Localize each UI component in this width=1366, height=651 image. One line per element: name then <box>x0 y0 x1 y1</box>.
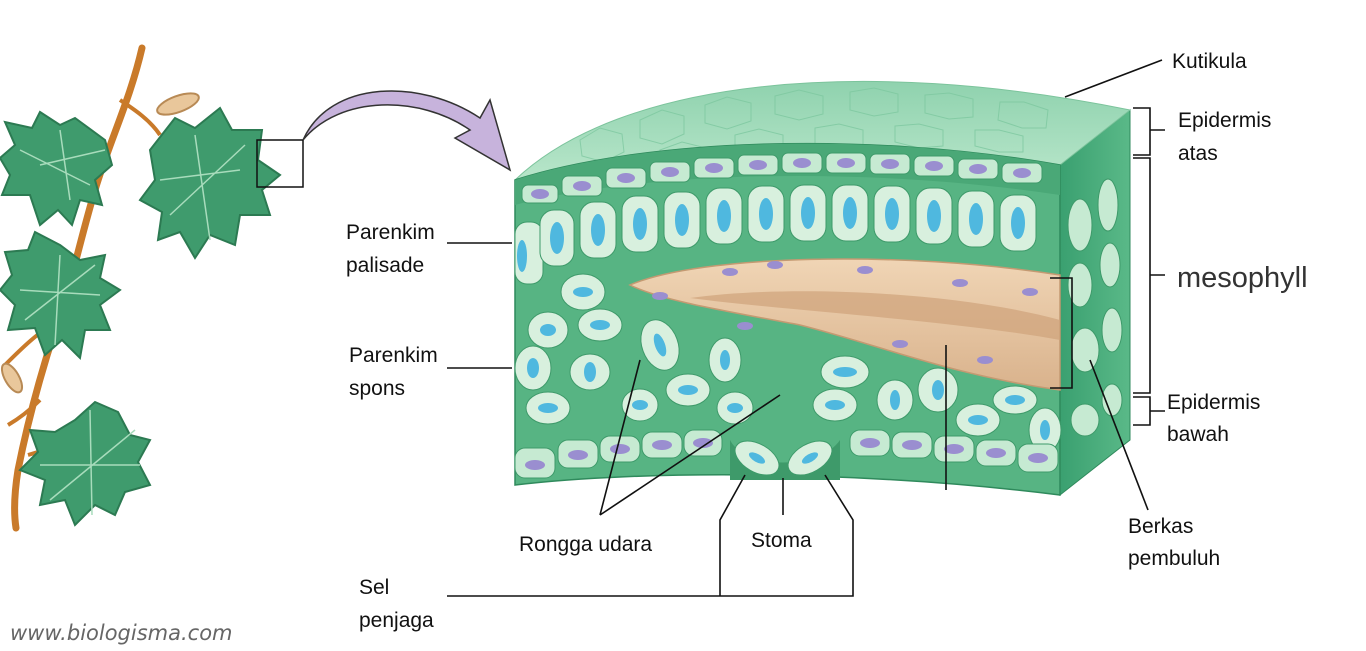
label-kutikula: Kutikula <box>1172 50 1247 73</box>
label-sel-penjaga-1: Sel <box>359 576 389 599</box>
label-spons-1: Parenkim <box>349 344 438 367</box>
label-epidermis-atas-1: Epidermis <box>1178 109 1271 132</box>
label-palisade-2: palisade <box>346 254 424 277</box>
zoom-region-box <box>256 139 304 188</box>
leaf-cross-section <box>514 80 1132 497</box>
zoom-arrow <box>302 90 512 172</box>
label-berkas-2: pembuluh <box>1128 547 1220 570</box>
label-palisade-1: Parenkim <box>346 221 435 244</box>
label-epidermis-bawah-2: bawah <box>1167 423 1229 446</box>
label-epidermis-atas-2: atas <box>1178 142 1218 165</box>
label-epidermis-bawah-1: Epidermis <box>1167 391 1260 414</box>
label-spons-2: spons <box>349 377 405 400</box>
vascular-bundle <box>628 258 1061 391</box>
label-mesophyll: mesophyll <box>1177 262 1308 294</box>
plant-branch <box>0 44 282 532</box>
label-berkas-1: Berkas <box>1128 515 1193 538</box>
label-rongga-udara: Rongga udara <box>519 533 652 556</box>
label-sel-penjaga-2: penjaga <box>359 609 434 632</box>
leader-lines <box>447 59 1165 597</box>
label-stoma: Stoma <box>751 529 812 552</box>
watermark: www.biologisma.com <box>10 621 233 645</box>
